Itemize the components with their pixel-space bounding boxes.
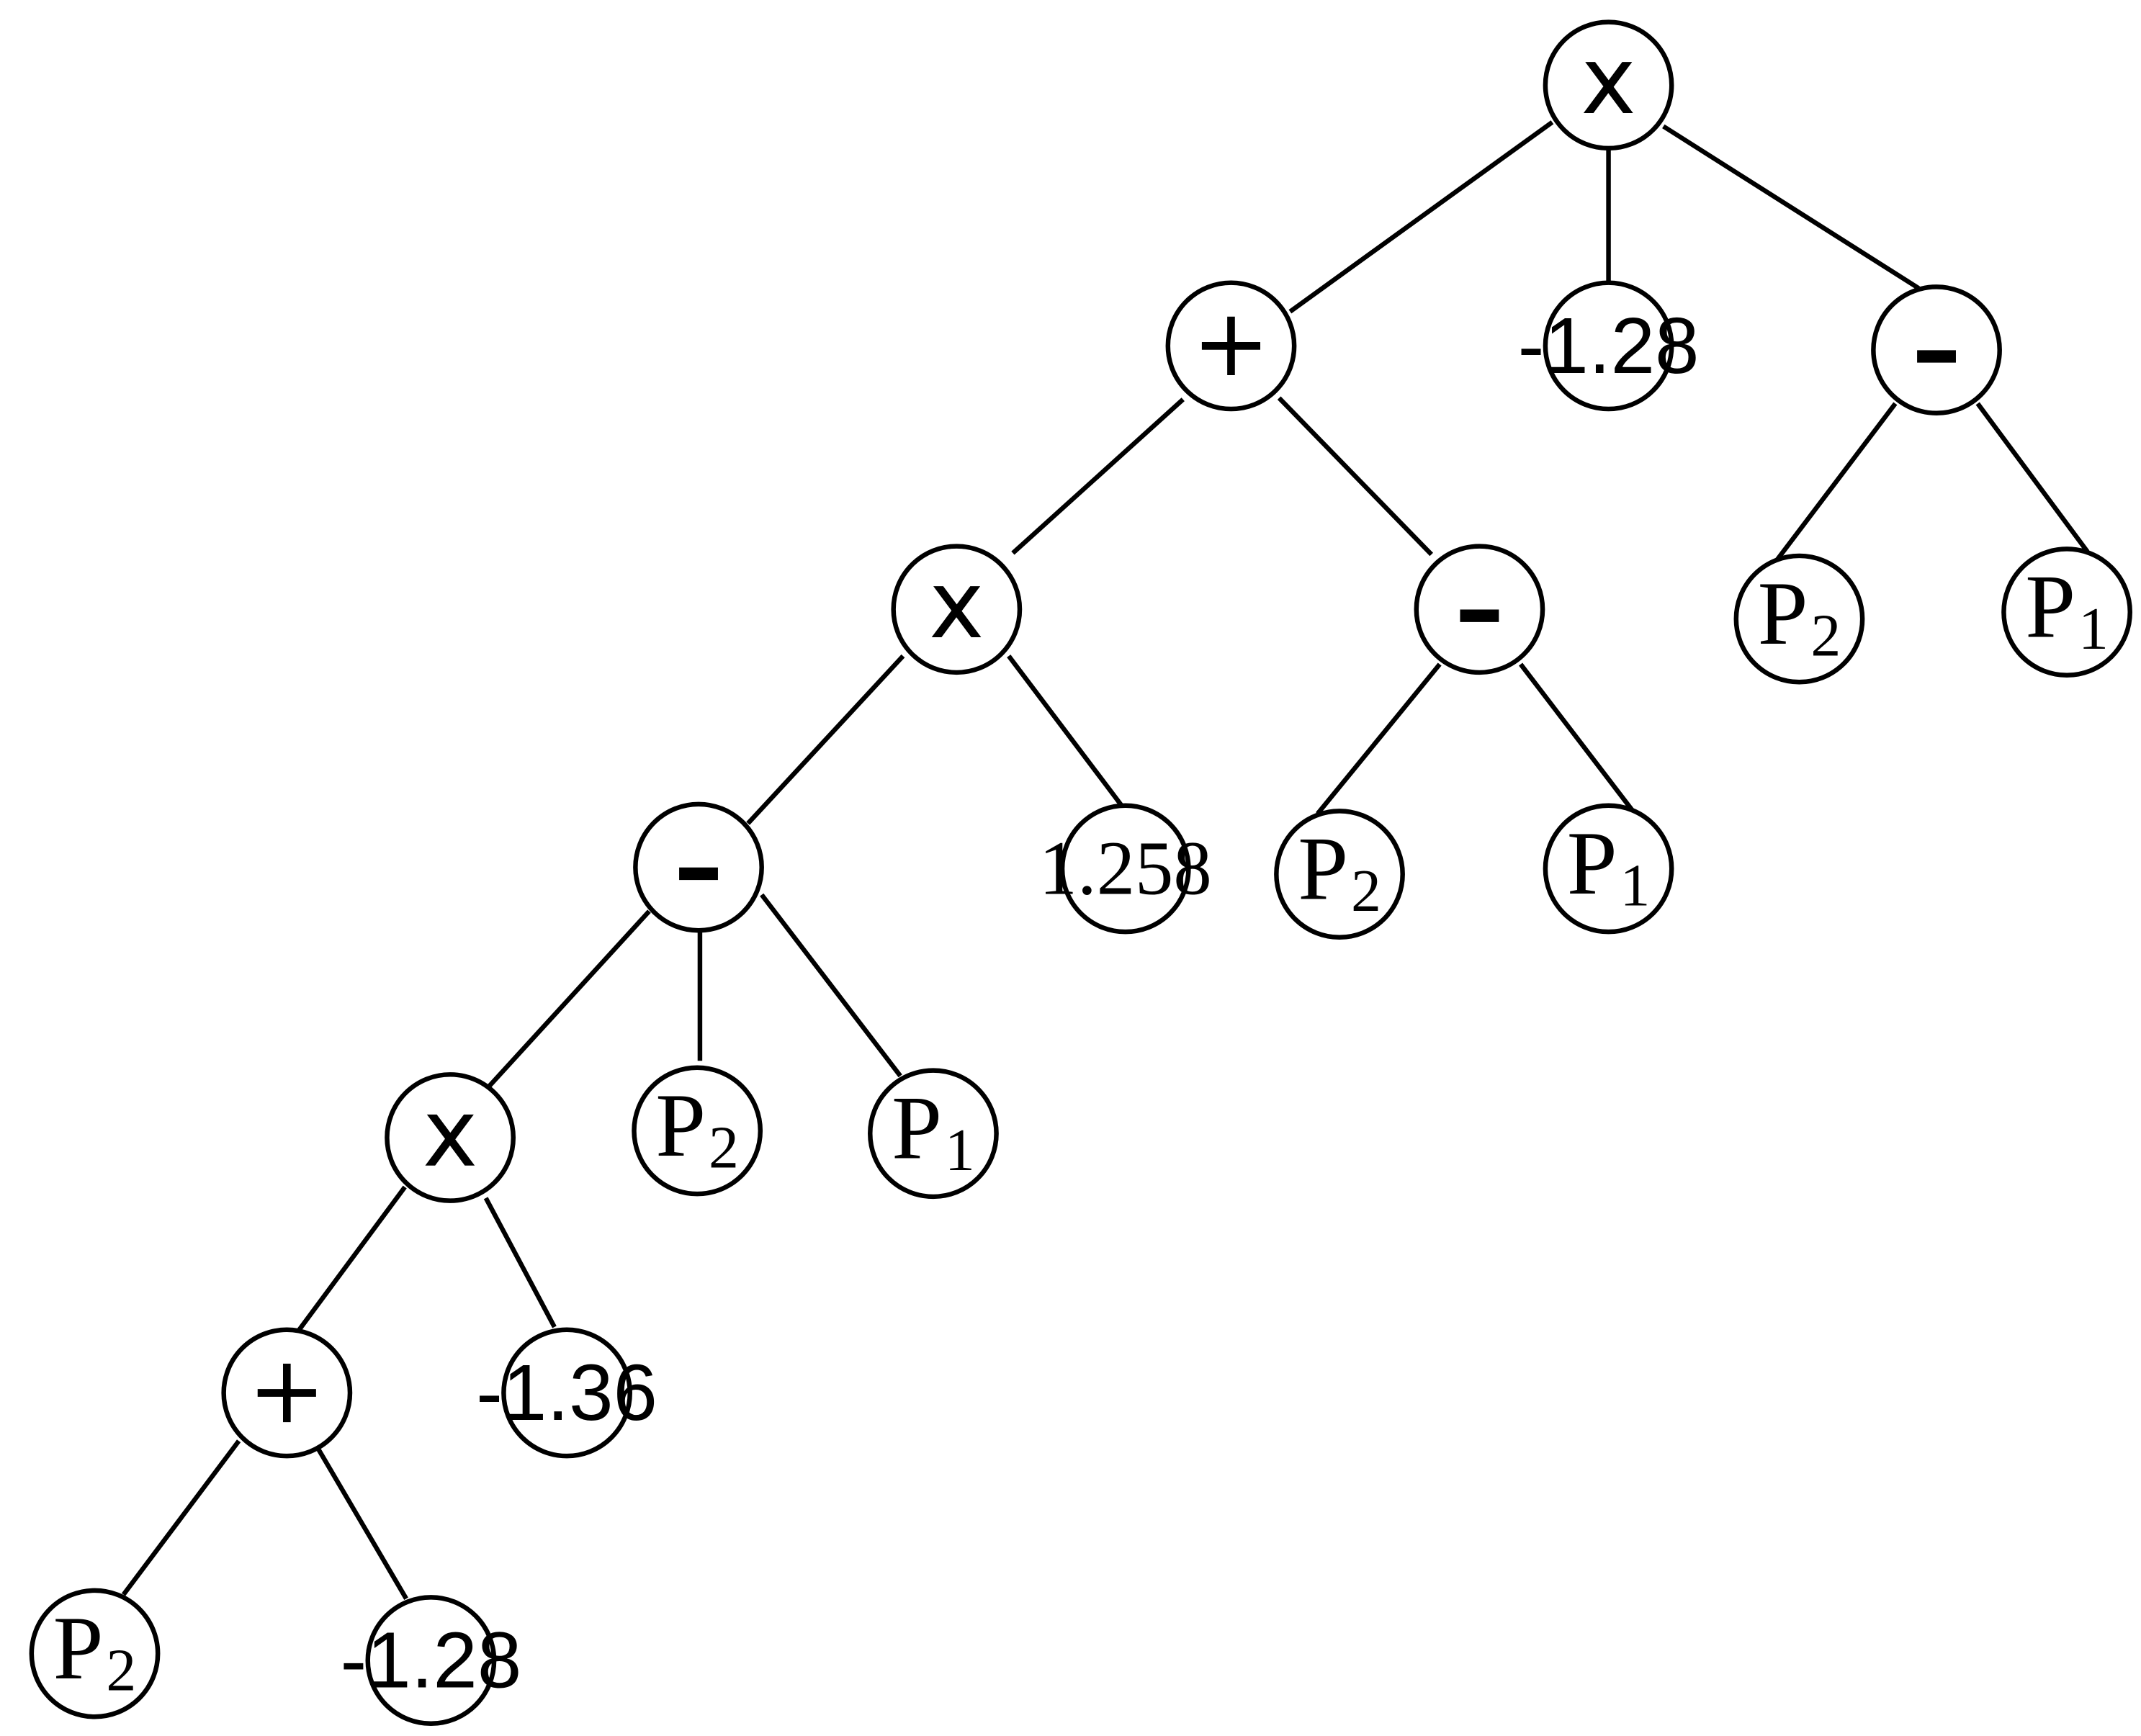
node-label: -1.36 [476,1349,657,1437]
tree-edge-n16-n19 [316,1447,408,1600]
node-label: -1.28 [340,1616,521,1705]
tree-edge-n9-n13 [487,909,651,1089]
tree-edge-n5-n10 [1007,655,1125,809]
node-label: P1 [1567,813,1651,918]
node-circle [632,1065,763,1197]
tree-edge-n9-n15 [760,893,902,1078]
node-label: P2 [1298,819,1381,924]
tree-edge-n2-n5 [1011,397,1185,555]
tree-edge-n4-n8 [1975,402,2090,554]
tree-node-n11: P2 [1274,809,1405,940]
tree-node-n8: P1 [2001,547,2132,678]
node-label: 1.258 [1039,826,1212,911]
node-circle [633,801,764,933]
tree-node-n6: – [1414,544,1545,675]
tree-node-n12: P1 [1543,803,1674,935]
node-label: P1 [892,1078,975,1183]
tree-edge-n4-n7 [1774,402,1898,563]
tree-edge-n13-n17 [483,1197,557,1328]
node-label: – [674,810,724,925]
tree-node-n1: x [1543,19,1674,151]
node-circle [501,1327,632,1459]
node-label: x [929,551,984,660]
tree-node-n17: -1.36 [476,1327,657,1459]
node-circle [1543,19,1674,151]
node-label: P1 [2025,557,2109,662]
node-label: P2 [53,1598,137,1703]
node-circle [2001,547,2132,678]
node-label: – [1912,293,1962,408]
tree-node-n13: x [385,1072,516,1203]
tree-node-n3: -1.28 [1518,280,1700,412]
node-circle [1059,803,1191,935]
tree-edge-n1-n4 [1662,124,1921,291]
node-label: x [423,1079,478,1188]
tree-node-n4: – [1871,284,2002,415]
node-label: -1.28 [1518,302,1700,390]
node-label: + [248,1336,326,1444]
tree-node-n14: P2 [632,1065,763,1197]
node-circle [385,1072,516,1203]
node-circle [868,1068,999,1200]
tree-edge-n16-n18 [121,1439,241,1596]
node-label: P2 [655,1075,739,1180]
node-circle [1871,284,2002,415]
tree-node-n7: P2 [1733,553,1865,685]
node-circle [1274,809,1405,940]
tree-edge-n2-n6 [1277,396,1434,557]
node-circle [1543,280,1674,412]
node-circle [891,544,1023,675]
node-circle [1733,553,1865,685]
node-circle [365,1595,497,1726]
tree-edge-n6-n12 [1519,662,1634,811]
tree-node-n18: P2 [29,1588,161,1719]
tree-edge-n6-n11 [1316,662,1442,816]
node-circle [1414,544,1545,675]
tree-node-n15: P1 [868,1068,999,1200]
node-label: – [1455,552,1504,667]
tree-node-n10: 1.258 [1039,803,1212,935]
tree-edge-n13-n16 [297,1185,407,1331]
tree-edges [121,120,2090,1600]
tree-node-n9: – [633,801,764,933]
node-circle [29,1588,161,1719]
node-label: P2 [1758,563,1841,668]
node-circle [1543,803,1674,935]
node-circle [1165,280,1297,412]
tree-node-n16: + [221,1327,353,1459]
tree-node-n2: + [1165,280,1297,412]
node-label: + [1192,289,1270,397]
tree-edge-n5-n9 [746,654,905,825]
tree-edge-n1-n2 [1288,120,1554,314]
node-circle [221,1327,353,1459]
tree-node-n5: x [891,544,1023,675]
tree-node-n19: -1.28 [340,1595,521,1726]
node-label: x [1581,27,1636,135]
